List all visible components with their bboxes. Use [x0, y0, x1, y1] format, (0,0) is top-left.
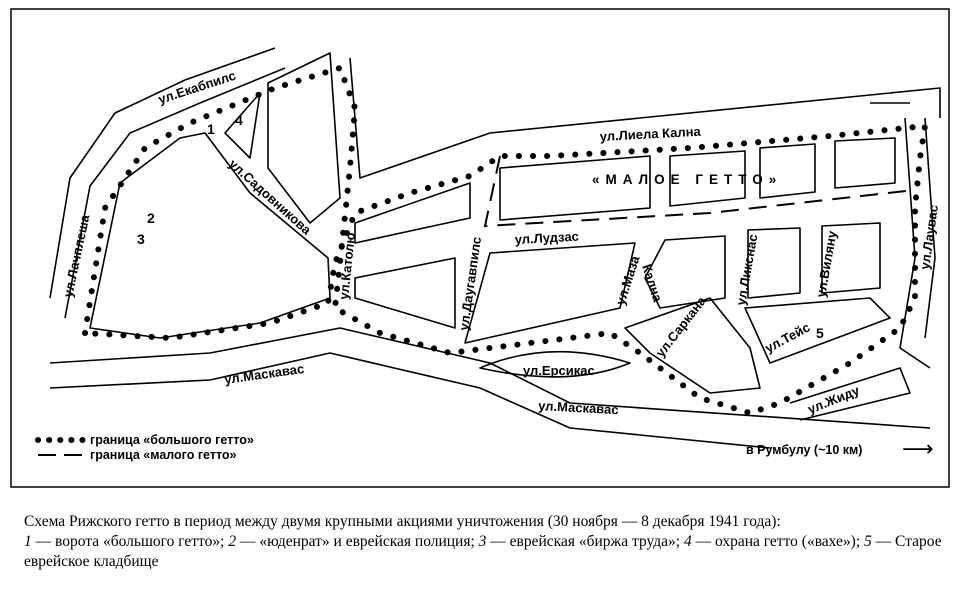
street-label-ersikas: ул.Ерсикас [523, 363, 595, 378]
street-label-lachplesha: ул.Лачплеша [60, 213, 92, 299]
map-caption: Схема Рижского гетто в период между двум… [24, 512, 949, 572]
small-ghetto-area-label: «МАЛОЕ ГЕТТО» [592, 172, 782, 187]
caption-number-4: 4 [683, 533, 692, 550]
street-label-liksnas: ул.Ликснас [733, 233, 760, 306]
map-legend: граница «большого гетто» граница «малого… [35, 433, 254, 462]
caption-number-1: 1 [24, 533, 32, 550]
street-label-vilyanu: ул.Виляну [813, 229, 840, 299]
caption-number-3: 3 [478, 533, 487, 550]
caption-line-1: Схема Рижского гетто в период между двум… [24, 513, 781, 530]
caption-text-4: — охрана гетто («вахе»); [691, 533, 865, 550]
street-label-ludzas: ул.Лудзас [514, 229, 579, 247]
street-network [49, 47, 941, 449]
caption-number-2: 2 [228, 533, 237, 550]
street-label-laubas: ул.Лаувас [917, 204, 941, 271]
street-label-katolu: ул.Католю [336, 232, 358, 301]
marker-3-labor-exchange: 3 [137, 231, 145, 247]
ghetto-map: ул.Екабпилс ул.Лиела Кална ул.Садовников… [10, 8, 950, 488]
marker-4-guard: 4 [235, 112, 243, 128]
street-label-sarkana: ул.Саркана [653, 293, 710, 360]
street-label-kalna: Кална [639, 262, 665, 304]
small-ghetto-border [483, 155, 916, 228]
big-ghetto-border [81, 64, 929, 417]
street-label-sadovnikova: ул.Садовникова [226, 156, 315, 238]
legend-big-ghetto-label: граница «большого гетто» [90, 433, 254, 447]
street-label-maza: ул.Маза [613, 253, 643, 307]
street-label-maskavas-bottom: ул.Маскавас [538, 398, 619, 417]
street-label-maskavas-left: ул.Маскавас [223, 361, 305, 387]
caption-number-5: 5 [864, 533, 872, 550]
caption-text-3: — еврейская «биржа труда»; [486, 533, 684, 550]
street-label-liela-kalna: ул.Лиела Кална [599, 124, 701, 144]
direction-rumbula-label: в Румбулу (~10 км) [746, 443, 862, 457]
direction-arrow-icon: ⟶ [902, 437, 934, 462]
caption-text-1: — ворота «большого гетто»; [31, 533, 229, 550]
marker-1-gate: 1 [207, 121, 215, 137]
caption-text-2: — «юденрат» и еврейская полиция; [236, 533, 479, 550]
caption-text-5: — Старое еврейское кладбище [24, 533, 942, 570]
marker-2-judenrat: 2 [147, 210, 155, 226]
street-label-daugavpils: ул.Даугавпилс [456, 236, 484, 332]
map-border [10, 8, 950, 488]
marker-5-cemetery: 5 [816, 325, 824, 341]
legend-small-ghetto-label: граница «малого гетто» [90, 448, 237, 462]
